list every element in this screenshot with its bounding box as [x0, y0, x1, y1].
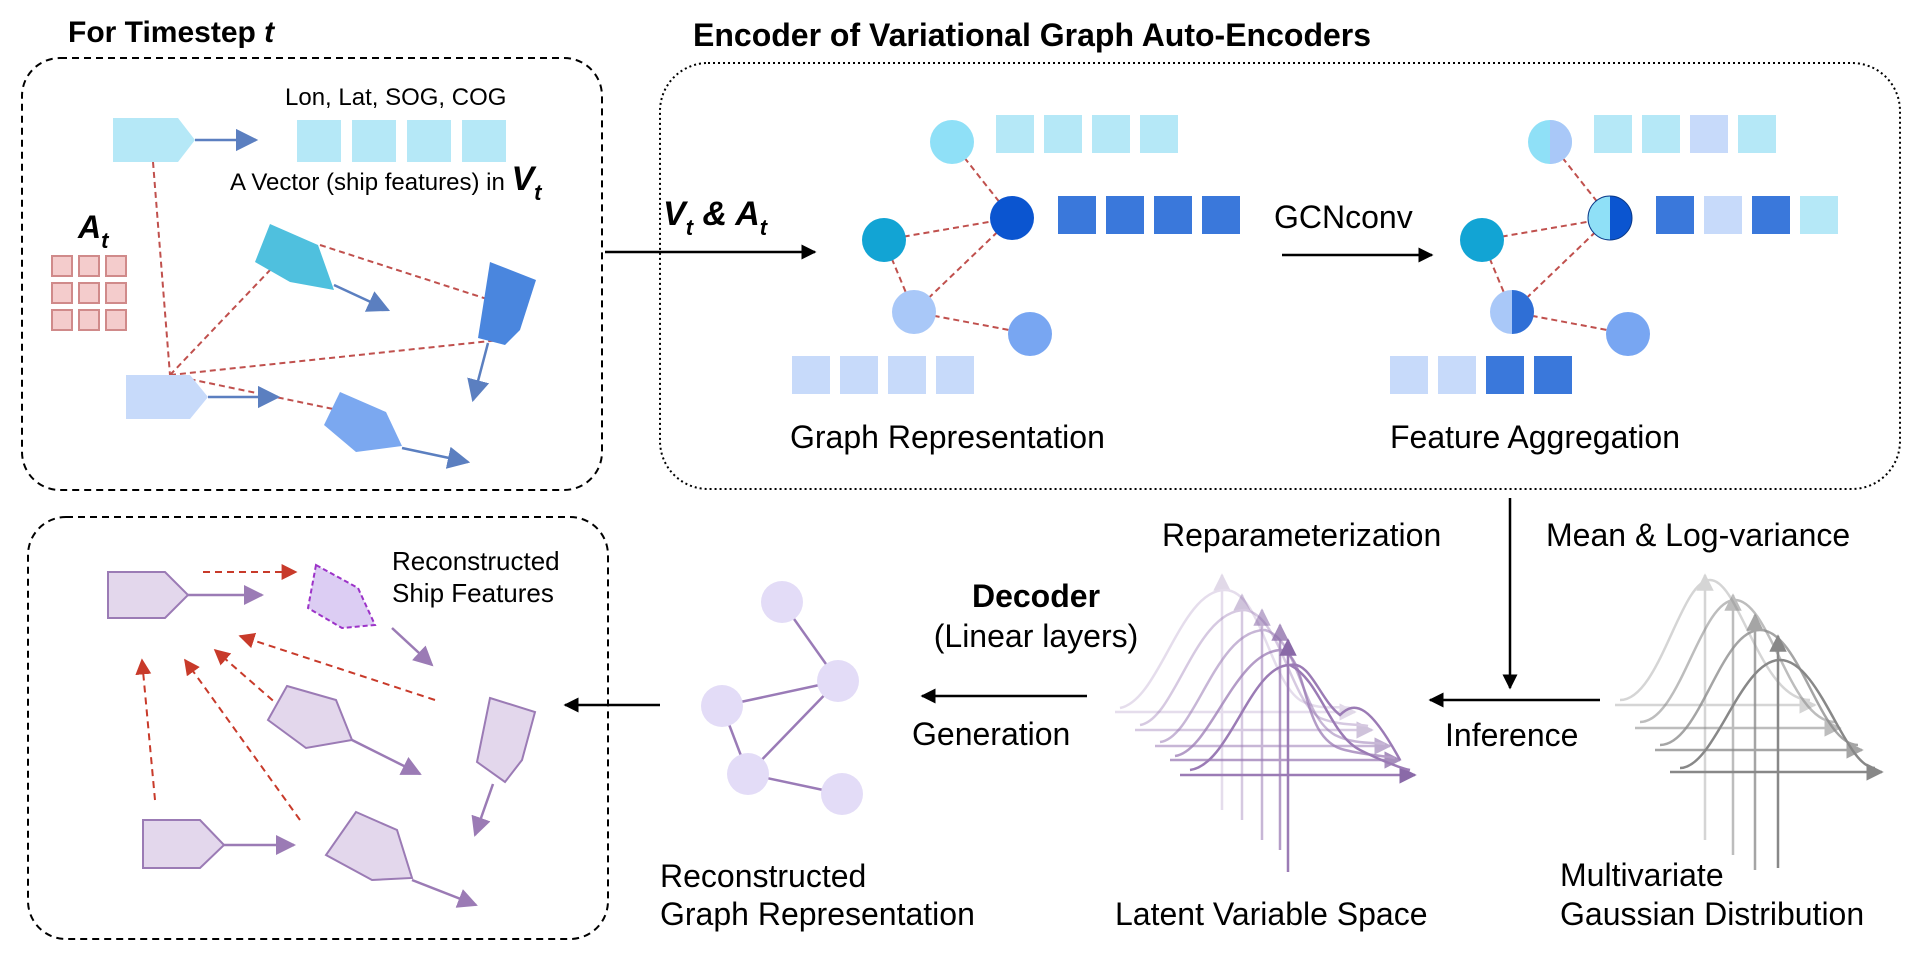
reconstructed-panel-border	[27, 516, 609, 940]
ship-4	[126, 375, 281, 419]
encoder-panel: Encoder of Variational Graph Auto-Encode…	[659, 17, 1901, 490]
recon-ship-3	[471, 696, 537, 837]
gaussian-label-line2: Gaussian Distribution	[1560, 896, 1864, 932]
ship-2	[255, 224, 391, 312]
timestep-title: For Timestep t	[68, 16, 276, 49]
timestep-panel-border	[21, 57, 603, 491]
recon-ship-dashed	[306, 563, 434, 667]
recon-ship-2	[266, 684, 422, 776]
gaussian-label-line1: Multivariate	[1560, 857, 1724, 893]
recon-ship-4	[142, 819, 296, 869]
mean-logvar-label: Mean & Log-variance	[1546, 517, 1850, 553]
reparameterization-label: Reparameterization	[1162, 517, 1441, 553]
latent-space-label: Latent Variable Space	[1115, 896, 1428, 932]
recon-graph-label-line1: Reconstructed	[660, 858, 866, 894]
encoder-title: Encoder of Variational Graph Auto-Encode…	[693, 17, 1371, 53]
decoder-subtitle: (Linear layers)	[934, 618, 1139, 654]
recon-graph-label-line2: Graph Representation	[660, 896, 975, 932]
input-arrow: Vt & At	[605, 195, 817, 260]
recon-features-line1: Reconstructed	[392, 546, 560, 576]
decoder-block: Decoder (Linear layers) Generation	[912, 578, 1138, 752]
gaussian-distribution-plot	[1615, 573, 1884, 870]
graph-representation: Graph Representation	[790, 115, 1240, 455]
generation-label: Generation	[912, 716, 1070, 752]
ship-3	[467, 262, 536, 403]
input-label: Vt & At	[663, 195, 769, 240]
reconstructed-panel: Reconstructed Ship Features	[27, 516, 609, 940]
decoder-title: Decoder	[972, 578, 1100, 614]
feature-names: Lon, Lat, SOG, COG	[285, 84, 506, 111]
graph-representation-label: Graph Representation	[790, 419, 1105, 455]
reconstructed-graph	[701, 581, 863, 815]
feature-vector	[297, 120, 506, 162]
encoder-panel-border	[659, 62, 1901, 490]
latent-space-plot	[1115, 573, 1417, 872]
recon-features-line2: Ship Features	[392, 578, 554, 608]
ship-5	[324, 392, 471, 469]
gcnconv-label: GCNconv	[1274, 199, 1413, 235]
gcnconv-arrow: GCNconv	[1274, 199, 1434, 263]
ship-1	[113, 118, 259, 162]
adjacency-symbol: At	[77, 209, 110, 253]
recon-ship-1	[107, 571, 264, 619]
adjacency-matrix	[51, 255, 127, 331]
vector-caption: A Vector (ship features) in Vt	[230, 160, 543, 205]
inference-label: Inference	[1445, 717, 1578, 753]
ship-edges	[152, 161, 501, 411]
inference-connector: Inference	[1428, 498, 1600, 753]
timestep-panel: For Timestep t Lon, Lat, SOG, COG A Vect…	[21, 16, 603, 491]
recon-ship-5	[324, 810, 478, 908]
feature-aggregation-label: Feature Aggregation	[1390, 419, 1680, 455]
feature-aggregation: Feature Aggregation	[1390, 115, 1838, 455]
